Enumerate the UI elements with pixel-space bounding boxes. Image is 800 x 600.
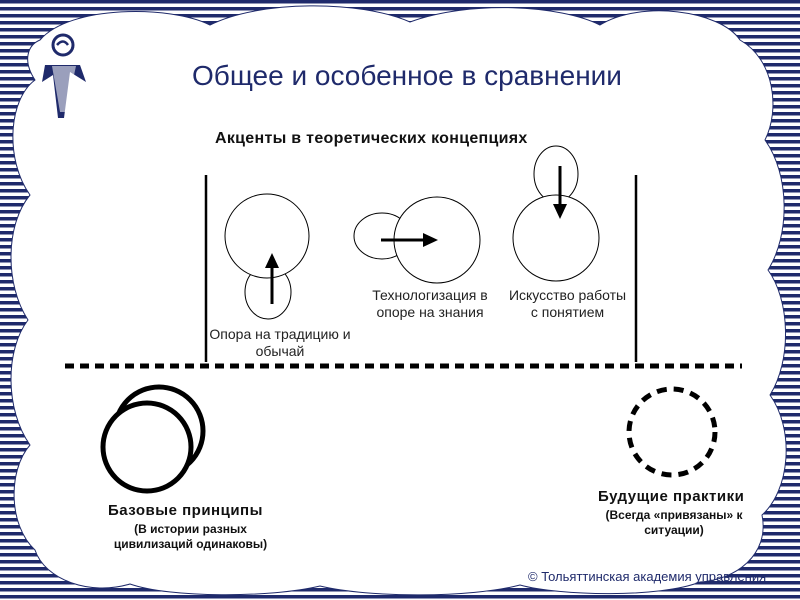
future-practices-circle (626, 386, 718, 478)
person-figure-icon (42, 33, 86, 118)
page-title: Общее и особенное в сравнении (192, 60, 622, 91)
future-practices-title: Будущие практики (598, 488, 745, 505)
diagram-subtitle: Акценты в теоретических концепциях (215, 130, 528, 147)
tradition-circles (224, 193, 310, 320)
upward-arrow-icon (265, 253, 279, 304)
tradition-caption: Опора на традицию и обычай (209, 326, 351, 359)
base-principles-note: (В истории разных цивилизаций одинаковы) (113, 522, 268, 551)
rightward-arrow-icon (381, 233, 438, 247)
future-practices-note: (Всегда «привязаны» к ситуации) (605, 508, 743, 537)
base-principles-title: Базовые принципы (108, 502, 263, 519)
downward-arrow-icon (553, 166, 567, 219)
technology-circles (353, 196, 481, 284)
technology-caption: Технологизация в опоре на знания (372, 287, 488, 320)
base-principles-circles (100, 384, 206, 494)
concept-work-circles (512, 145, 600, 282)
cloud-panel (10, 5, 787, 596)
concept-work-caption: Искусство работы с понятием (508, 287, 627, 320)
footer-copyright: © Тольяттинская академия управления (528, 569, 767, 584)
